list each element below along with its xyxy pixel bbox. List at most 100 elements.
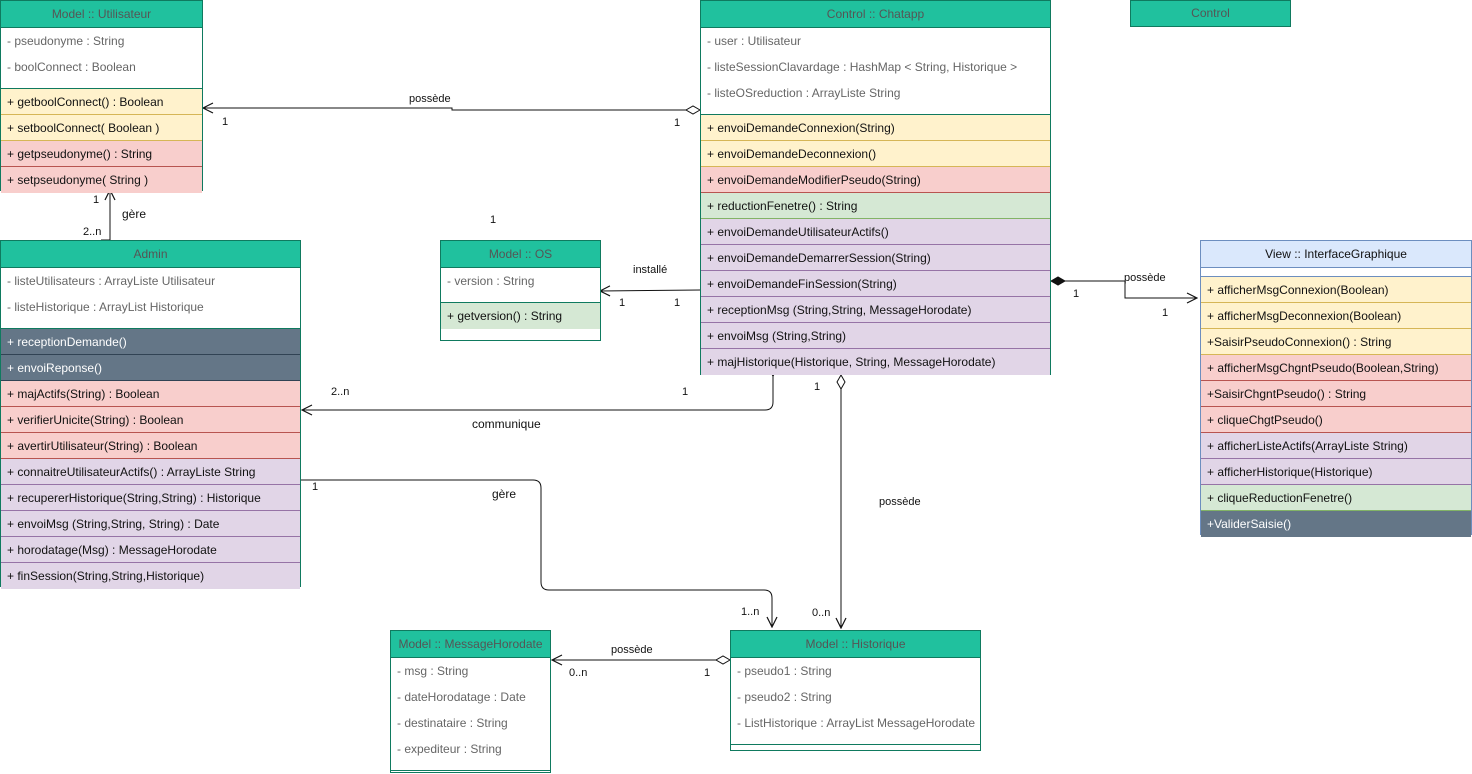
multiplicity: 1 bbox=[674, 117, 681, 129]
multiplicity: 0..n bbox=[569, 667, 588, 679]
method: + setpseudonyme( String ) bbox=[1, 167, 202, 193]
multiplicity: 1 bbox=[1162, 307, 1169, 319]
method: + getboolConnect() : Boolean bbox=[1, 89, 202, 115]
class-historique[interactable]: Model :: Historique - pseudo1 : String -… bbox=[730, 630, 981, 751]
edge-label-installe: installé bbox=[633, 264, 668, 276]
class-os-title: Model :: OS bbox=[441, 241, 600, 268]
multiplicity: 2..n bbox=[83, 226, 102, 238]
method: + verifierUnicite(String) : Boolean bbox=[1, 407, 300, 433]
attribute: - destinataire : String bbox=[397, 716, 508, 730]
class-interfacegraphique-title: View :: InterfaceGraphique bbox=[1201, 241, 1471, 268]
multiplicity: 1 bbox=[704, 667, 711, 679]
method: + cliqueReductionFenetre() bbox=[1201, 485, 1471, 511]
multiplicity: 1 bbox=[619, 297, 626, 309]
edge-chatapp-admin bbox=[302, 376, 773, 410]
attribute: - pseudo1 : String bbox=[737, 664, 832, 678]
method: + cliqueChgtPseudo() bbox=[1201, 407, 1471, 433]
method: +ValiderSaisie() bbox=[1201, 511, 1471, 537]
method: + finSession(String,String,Historique) bbox=[1, 563, 300, 589]
edge-label-possede: possède bbox=[879, 496, 921, 508]
method: + recupererHistorique(String,String) : H… bbox=[1, 485, 300, 511]
method: + getpseudonyme() : String bbox=[1, 141, 202, 167]
edge-label-communique: communique bbox=[472, 417, 541, 431]
multiplicity: 1..n bbox=[741, 606, 760, 618]
method: + envoiDemandeUtilisateurActifs() bbox=[701, 219, 1050, 245]
multiplicity: 0..n bbox=[812, 607, 831, 619]
method: + envoiDemandeDeconnexion() bbox=[701, 141, 1050, 167]
attribute: - listeUtilisateurs : ArrayListe Utilisa… bbox=[7, 274, 216, 288]
multiplicity: 1 bbox=[490, 214, 497, 226]
divider bbox=[391, 762, 550, 771]
method: + afficherMsgDeconnexion(Boolean) bbox=[1201, 303, 1471, 329]
multiplicity: 1 bbox=[814, 381, 821, 393]
attribute: - pseudonyme : String bbox=[7, 34, 125, 48]
attribute: - listeHistorique : ArrayList Historique bbox=[7, 300, 204, 314]
method: + envoiDemandeConnexion(String) bbox=[701, 115, 1050, 141]
method: + setboolConnect( Boolean ) bbox=[1, 115, 202, 141]
method: + afficherMsgChgntPseudo(Boolean,String) bbox=[1201, 355, 1471, 381]
method: + majHistorique(Historique, String, Mess… bbox=[701, 349, 1050, 375]
multiplicity: 1 bbox=[93, 194, 100, 206]
multiplicity: 1 bbox=[222, 116, 229, 128]
divider bbox=[441, 294, 600, 303]
edge-label-possede: possède bbox=[1124, 272, 1166, 284]
divider bbox=[1201, 268, 1471, 277]
class-chatapp-title: Control :: Chatapp bbox=[701, 1, 1050, 28]
edge-chatapp-utilisateur bbox=[203, 108, 700, 110]
edge-chatapp-os bbox=[600, 290, 701, 291]
multiplicity: 1 bbox=[682, 386, 689, 398]
class-os[interactable]: Model :: OS - version : String + getvers… bbox=[440, 240, 601, 341]
edge-label-possede: possède bbox=[611, 644, 653, 656]
edge-admin-utilisateur bbox=[101, 190, 110, 241]
class-utilisateur[interactable]: Model :: Utilisateur - pseudonyme : Stri… bbox=[0, 0, 203, 193]
class-chatapp[interactable]: Control :: Chatapp - user : Utilisateur … bbox=[700, 0, 1051, 375]
multiplicity: 1 bbox=[674, 297, 681, 309]
method: + majActifs(String) : Boolean bbox=[1, 381, 300, 407]
edge-admin-historique bbox=[301, 479, 772, 627]
method: + horodatage(Msg) : MessageHorodate bbox=[1, 537, 300, 563]
class-interfacegraphique[interactable]: View :: InterfaceGraphique + afficherMsg… bbox=[1200, 240, 1472, 537]
edge-chatapp-interface bbox=[1051, 281, 1197, 298]
method: + reductionFenetre() : String bbox=[701, 193, 1050, 219]
method: +SaisirPseudoConnexion() : String bbox=[1201, 329, 1471, 355]
divider bbox=[731, 736, 980, 745]
method: + envoiMsg (String,String, String) : Dat… bbox=[1, 511, 300, 537]
divider bbox=[1, 80, 202, 89]
attribute: - version : String bbox=[447, 274, 535, 288]
attribute: - pseudo2 : String bbox=[737, 690, 832, 704]
method: + afficherHistorique(Historique) bbox=[1201, 459, 1471, 485]
method: + connaitreUtilisateurActifs() : ArrayLi… bbox=[1, 459, 300, 485]
class-control[interactable]: Control bbox=[1130, 0, 1291, 27]
method: + getversion() : String bbox=[441, 303, 600, 329]
method: + envoiReponse() bbox=[1, 355, 300, 381]
class-admin-title: Admin bbox=[1, 241, 300, 268]
class-messagehorodate-title: Model :: MessageHorodate bbox=[391, 631, 550, 658]
attribute: - listeSessionClavardage : HashMap < Str… bbox=[707, 60, 1018, 74]
method: + avertirUtilisateur(String) : Boolean bbox=[1, 433, 300, 459]
method: + envoiDemandeFinSession(String) bbox=[701, 271, 1050, 297]
class-historique-title: Model :: Historique bbox=[731, 631, 980, 658]
method: + envoiMsg (String,String) bbox=[701, 323, 1050, 349]
method: +SaisirChgntPseudo() : String bbox=[1201, 381, 1471, 407]
attribute: - msg : String bbox=[397, 664, 469, 678]
edge-label-gere: gère bbox=[122, 207, 147, 221]
multiplicity: 1 bbox=[1073, 288, 1080, 300]
edge-label-possede: possède bbox=[409, 93, 451, 105]
attribute: - expediteur : String bbox=[397, 742, 502, 756]
attribute: - user : Utilisateur bbox=[707, 34, 802, 48]
method: + receptionMsg (String,String, MessageHo… bbox=[701, 297, 1050, 323]
attribute: - ListHistorique : ArrayList MessageHoro… bbox=[737, 716, 976, 730]
method: + envoiDemandeModifierPseudo(String) bbox=[701, 167, 1050, 193]
method: + envoiDemandeDemarrerSession(String) bbox=[701, 245, 1050, 271]
attribute: - listeOSreduction : ArrayListe String bbox=[707, 86, 901, 100]
divider bbox=[1, 320, 300, 329]
attribute: - boolConnect : Boolean bbox=[7, 60, 136, 74]
divider bbox=[701, 106, 1050, 115]
attribute: - dateHorodatage : Date bbox=[397, 690, 526, 704]
class-admin[interactable]: Admin - listeUtilisateurs : ArrayListe U… bbox=[0, 240, 301, 589]
method: + receptionDemande() bbox=[1, 329, 300, 355]
method: + afficherMsgConnexion(Boolean) bbox=[1201, 277, 1471, 303]
class-messagehorodate[interactable]: Model :: MessageHorodate - msg : String … bbox=[390, 630, 551, 773]
class-utilisateur-title: Model :: Utilisateur bbox=[1, 1, 202, 28]
